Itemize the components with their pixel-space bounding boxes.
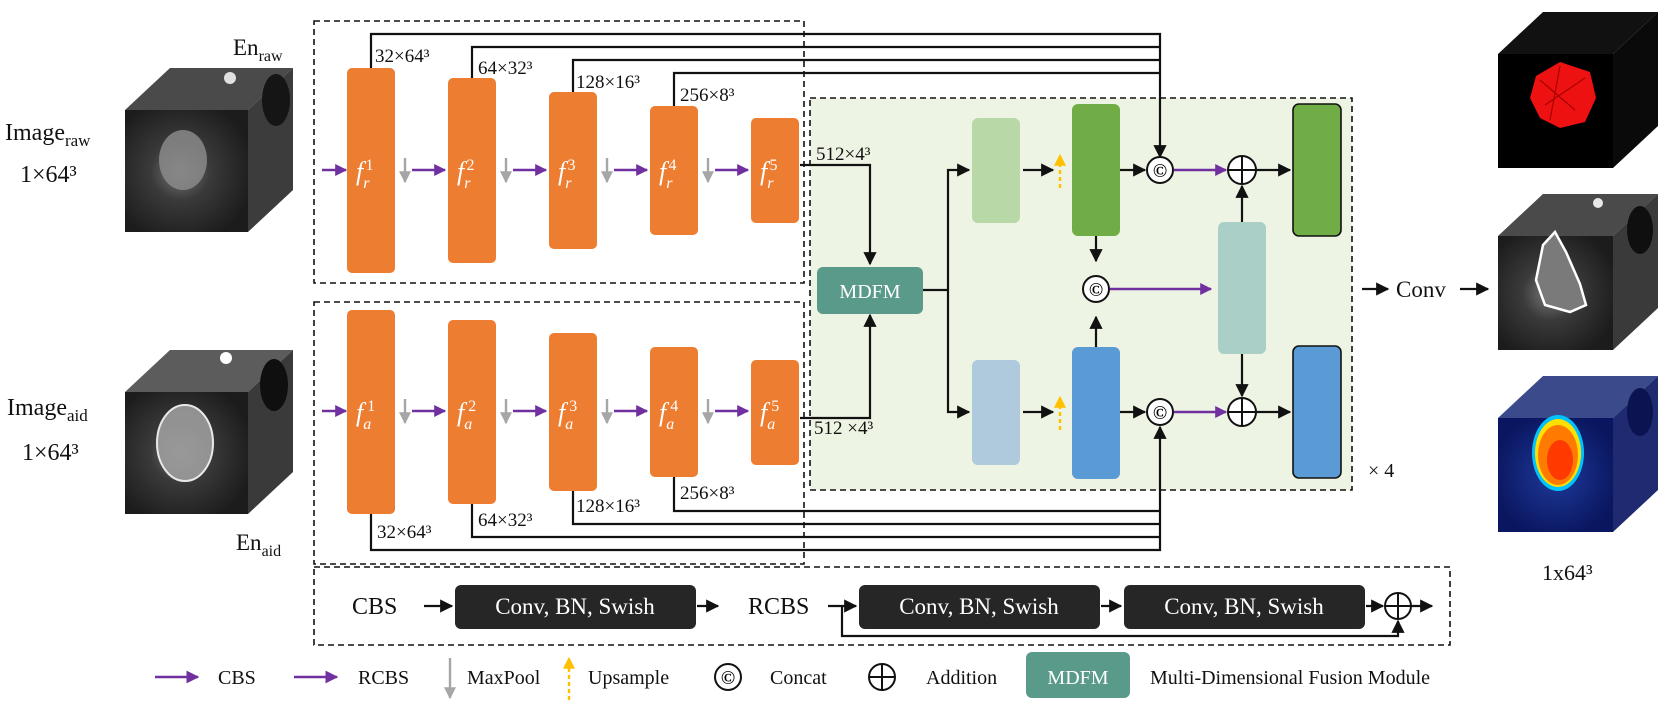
mdfm-to-blue-arrow [946, 290, 971, 419]
raw-encoder-row [322, 68, 799, 273]
encoder-aid-label: Enaid [236, 530, 281, 560]
size-label-raw-1: 32×64³ [375, 46, 430, 67]
aid-block-1-label: fa1 [356, 398, 375, 433]
input-raw-size: 1×64³ [20, 162, 77, 188]
rcbs-def-label: RCBS [748, 594, 809, 620]
blue-output-block [1292, 345, 1342, 479]
rcbs-block-2 [1124, 585, 1365, 629]
rcbs-block-1-label: Conv, BN, Swish [899, 594, 1059, 619]
aid-encoder-row [322, 310, 799, 514]
size-label-raw-2: 64×32³ [478, 58, 533, 79]
raw-block-labels: fr1 fr2 fr3 fr4 fr5 [356, 157, 777, 192]
cbs-block-label: Conv, BN, Swish [495, 594, 655, 619]
conv-label: Conv [1396, 277, 1446, 302]
rcbs-block-1 [859, 585, 1100, 629]
size-label-aid-4: 256×8³ [680, 483, 735, 504]
legend-maxpool-label: MaxPool [467, 667, 541, 689]
aid-block-5-label: fa5 [760, 398, 779, 433]
concat-bottom-icon [1146, 398, 1174, 426]
input-aid-size: 1×64³ [22, 440, 79, 466]
raw-skip-connections [369, 32, 1167, 159]
cbs-block [455, 585, 696, 629]
input-raw-label: Imageraw [5, 120, 91, 150]
concat-bottom-symbol: © [1153, 403, 1167, 424]
encoder-raw-label: Enraw [233, 35, 283, 65]
aid-to-mdfm-arrow [800, 313, 877, 420]
legend-cbs-label: CBS [218, 667, 256, 689]
mdfm-to-green-arrow [946, 163, 971, 290]
blue-dark-block [1072, 347, 1120, 479]
rcbs-residual-arrow [840, 606, 1405, 638]
mdfm-block [817, 267, 923, 314]
legend-mdfm-description: Multi-Dimensional Fusion Module [1150, 667, 1430, 689]
cbs-def-label: CBS [352, 594, 397, 620]
legend-concat-icon [714, 663, 742, 691]
raw-block-4-label: fr4 [659, 157, 676, 192]
aid-block-labels: fa1 fa2 fa3 fa4 fa5 [356, 398, 779, 433]
legend-concat-symbol: © [721, 668, 735, 689]
module-definitions-box [313, 566, 1451, 646]
size-label-raw-3: 128×16³ [576, 72, 640, 93]
raw-block-2-label: fr2 [457, 157, 474, 192]
aid-block-4-label: fa4 [659, 398, 678, 433]
aid-block-3-label: fa3 [558, 398, 577, 433]
size-label-aid-3: 128×16³ [576, 496, 640, 517]
output-heatmap-cube [1498, 376, 1658, 532]
input-aid-label: Imageaid [7, 395, 88, 425]
size-label-raw-4: 256×8³ [680, 85, 735, 106]
legend-upsample-label: Upsample [588, 667, 669, 689]
green-light-block [972, 118, 1020, 223]
output-mask-cube [1498, 12, 1658, 168]
raw-block-5-label: fr5 [760, 157, 777, 192]
legend-concat-label: Concat [770, 667, 827, 689]
mdfm-label: MDFM [839, 281, 900, 303]
encoder-raw-box [313, 20, 805, 284]
legend-mdfm-label: MDFM [1047, 667, 1108, 689]
concat-top-symbol: © [1153, 161, 1167, 182]
aid-skip-connections [369, 425, 1167, 552]
legend-mdfm-badge [1026, 652, 1130, 698]
teal-block [1218, 222, 1266, 354]
concat-middle-icon [1082, 275, 1110, 303]
aid-image-cube [125, 350, 293, 514]
encoder-aid-box [313, 301, 805, 565]
bottleneck-aid-label: 512 ×4³ [814, 418, 873, 439]
legend: CBS RCBS MaxPool Upsample © Concat Addit… [155, 652, 1430, 700]
output-size-label: 1x64³ [1542, 560, 1593, 585]
raw-block-1-label: fr1 [356, 157, 373, 192]
concat-top-icon [1146, 156, 1174, 184]
blue-light-block [972, 360, 1020, 465]
legend-addition-label: Addition [926, 667, 997, 689]
green-output-block [1292, 103, 1342, 237]
repeat-label: × 4 [1368, 460, 1394, 482]
legend-rcbs-label: RCBS [358, 667, 409, 689]
size-label-aid-1: 32×64³ [377, 522, 432, 543]
output-contour-cube [1498, 194, 1658, 350]
size-label-aid-2: 64×32³ [478, 510, 533, 531]
aid-block-2-label: fa2 [457, 398, 476, 433]
raw-to-mdfm-arrow [800, 163, 877, 266]
bottleneck-raw-label: 512×4³ [816, 144, 871, 165]
rcbs-block-2-label: Conv, BN, Swish [1164, 594, 1324, 619]
green-dark-block [1072, 104, 1120, 236]
raw-image-cube [125, 68, 293, 232]
concat-middle-symbol: © [1089, 280, 1103, 301]
raw-block-3-label: fr3 [558, 157, 575, 192]
